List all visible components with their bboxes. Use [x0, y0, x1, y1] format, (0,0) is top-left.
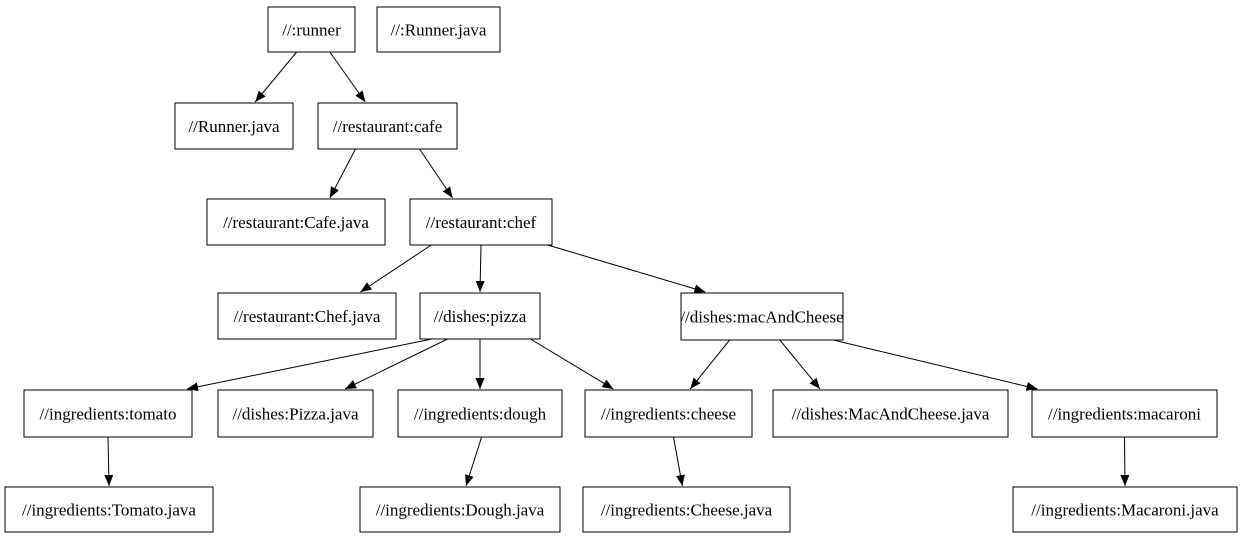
node-runner: //:runner: [267, 6, 356, 53]
node-box: [419, 292, 541, 340]
node-pizza-java: //dishes:Pizza.java: [217, 389, 374, 438]
node-box: [584, 389, 753, 438]
node-box: [376, 6, 501, 53]
node-label: //restaurant:Cafe.java: [223, 213, 369, 232]
node-pizza: //dishes:pizza: [419, 292, 541, 340]
edge-runner-to-cafe: [329, 51, 366, 103]
node-chef-java: //restaurant:Chef.java: [217, 292, 397, 340]
node-label: //restaurant:cafe: [333, 117, 443, 136]
node-cheese: //ingredients:cheese: [584, 389, 753, 438]
node-label: //ingredients:Cheese.java: [601, 501, 773, 520]
edge-dough-to-dough-java: [465, 436, 483, 487]
node-box: [680, 292, 844, 341]
edge-pizza-to-cheese: [530, 338, 614, 390]
edge-macaroni-to-macaroni-java: [1120, 436, 1130, 487]
node-box: [4, 486, 214, 533]
node-label: //dishes:Pizza.java: [232, 405, 359, 424]
node-box: [772, 389, 1009, 438]
node-box: [1031, 389, 1218, 438]
node-cheese-java: //ingredients:Cheese.java: [582, 486, 791, 533]
edge-pizza-to-tomato: [186, 338, 433, 392]
node-label: //:runner: [282, 21, 341, 40]
edge-cafe-to-chef: [419, 148, 454, 199]
node-label: //dishes:macAndCheese: [680, 308, 843, 327]
node-box: [397, 389, 563, 438]
node-macaroni: //ingredients:macaroni: [1031, 389, 1218, 438]
node-label: //ingredients:Dough.java: [376, 501, 545, 520]
node-label: //dishes:MacAndCheese.java: [792, 405, 990, 424]
node-label: //ingredients:macaroni: [1048, 405, 1201, 424]
node-runner-java-root: //:Runner.java: [376, 6, 501, 53]
edge-mac-and-cheese-to-mac-and-cheese-java: [779, 339, 821, 390]
node-box: [582, 486, 791, 533]
node-mac-and-cheese-java: //dishes:MacAndCheese.java: [772, 389, 1009, 438]
node-box: [174, 102, 294, 150]
node-box: [23, 389, 193, 438]
edge-cafe-to-cafe-java: [329, 148, 356, 199]
node-box: [217, 389, 374, 438]
node-label: //:Runner.java: [391, 21, 487, 40]
node-dough-java: //ingredients:Dough.java: [359, 486, 561, 533]
edge-chef-to-pizza: [475, 244, 485, 293]
node-label: //dishes:pizza: [434, 307, 527, 326]
node-label: //restaurant:Chef.java: [234, 307, 381, 326]
node-label: //ingredients:dough: [414, 405, 547, 424]
node-label: //ingredients:tomato: [40, 405, 177, 424]
node-cafe: //restaurant:cafe: [317, 102, 458, 150]
node-box: [317, 102, 458, 150]
node-box: [206, 198, 386, 246]
edge-chef-to-mac-and-cheese: [547, 244, 706, 294]
node-label: //ingredients:Tomato.java: [22, 501, 196, 520]
node-mac-and-cheese: //dishes:macAndCheese: [680, 292, 844, 341]
edge-chef-to-chef-java: [360, 244, 432, 293]
node-box: [409, 198, 553, 246]
edge-cheese-to-cheese-java: [673, 436, 685, 487]
node-tomato: //ingredients:tomato: [23, 389, 193, 438]
edge-runner-to-runner-java: [254, 51, 298, 103]
node-label: //ingredients:Macaroni.java: [1031, 501, 1219, 520]
edge-tomato-to-tomato-java: [104, 436, 114, 487]
node-macaroni-java: //ingredients:Macaroni.java: [1012, 486, 1238, 533]
node-tomato-java: //ingredients:Tomato.java: [4, 486, 214, 533]
node-chef: //restaurant:chef: [409, 198, 553, 246]
node-box: [1012, 486, 1238, 533]
node-dough: //ingredients:dough: [397, 389, 563, 438]
node-box: [267, 6, 356, 53]
edge-mac-and-cheese-to-macaroni: [833, 339, 1038, 391]
node-label: //restaurant:chef: [426, 213, 537, 232]
node-cafe-java: //restaurant:Cafe.java: [206, 198, 386, 246]
node-runner-java: //Runner.java: [174, 102, 294, 150]
node-box: [359, 486, 561, 533]
edge-pizza-to-pizza-java: [344, 338, 448, 390]
edge-mac-and-cheese-to-cheese: [689, 339, 730, 390]
node-label: //Runner.java: [188, 117, 280, 136]
node-box: [217, 292, 397, 340]
node-label: //ingredients:cheese: [601, 405, 736, 424]
